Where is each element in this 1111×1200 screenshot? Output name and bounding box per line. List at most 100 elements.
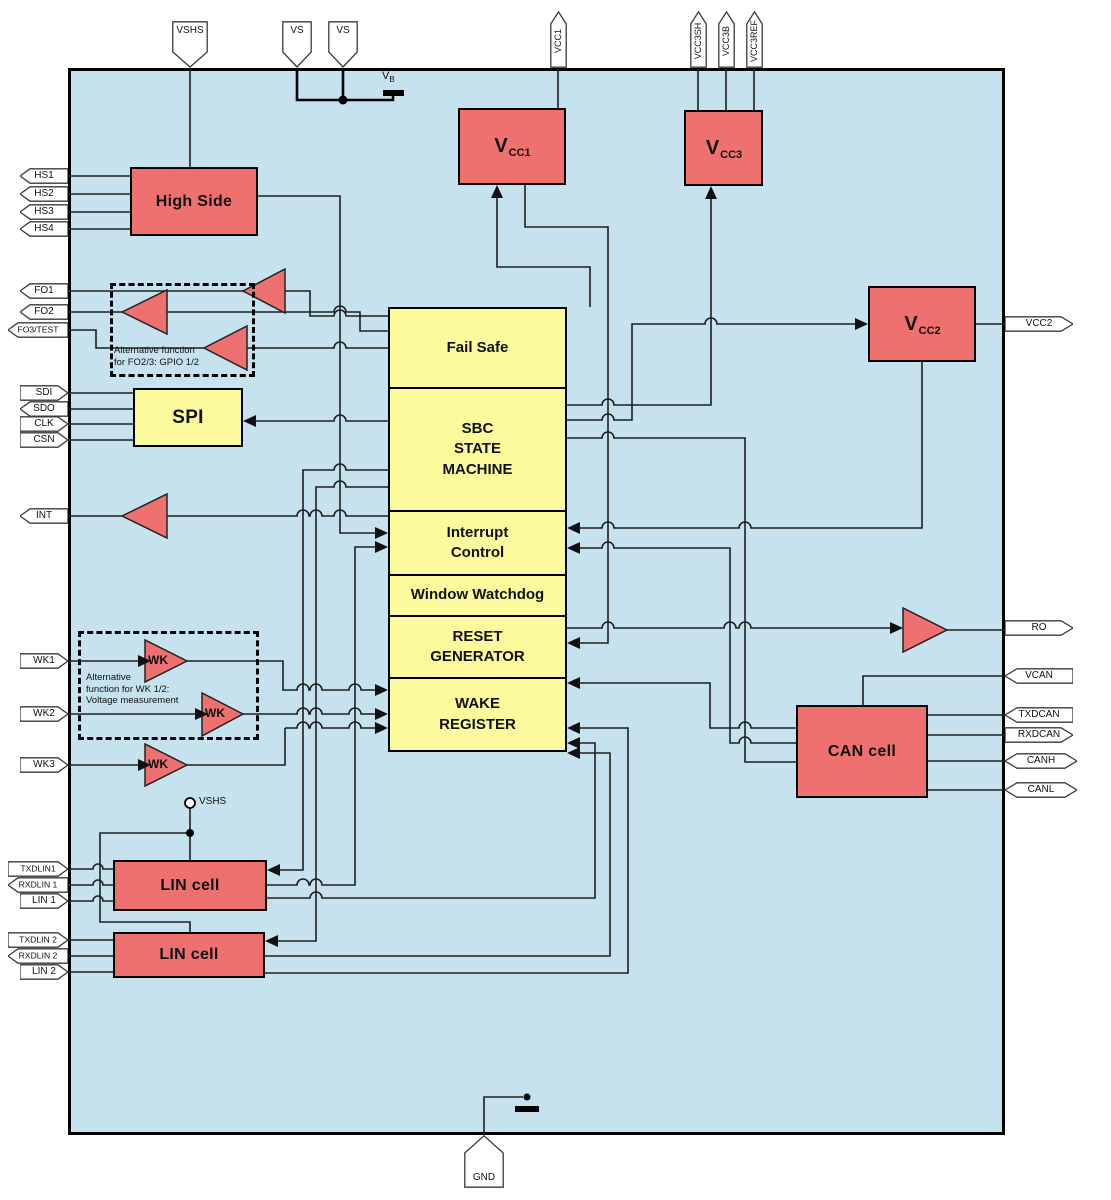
pin-int-label: INT	[35, 510, 53, 522]
pin-vcc1: VCC1	[549, 11, 567, 68]
wk3-buffer-label: WK	[148, 757, 168, 771]
pin-wk3: WK3	[20, 757, 68, 773]
pin-canl-label: CANL	[1027, 784, 1055, 796]
pin-ro-label: RO	[1031, 622, 1047, 634]
fo-alt-function-box	[110, 283, 255, 377]
pin-canl: CANL	[1005, 782, 1077, 798]
pin-sdo-label: SDO	[33, 403, 55, 415]
vb-net-label: VB	[382, 70, 395, 85]
pin-vs_a: VS	[282, 21, 312, 68]
pin-hs2: HS2	[20, 186, 68, 202]
pin-txdlin1: TXDLIN1	[8, 861, 68, 877]
pin-hs3: HS3	[20, 204, 68, 220]
vshs-node-label: VSHS	[199, 796, 227, 807]
pin-hs4: HS4	[20, 221, 68, 237]
pin-hs4-label: HS4	[34, 223, 54, 235]
pin-vs_b: VS	[328, 21, 358, 68]
pin-clk: CLK	[20, 416, 68, 432]
fo-alt-function-note: Alternative function for FO2/3: GPIO 1/2	[114, 345, 200, 368]
pin-rxdlin2: RXDLIN 2	[8, 948, 68, 964]
wk1-buffer-label: WK	[148, 653, 168, 667]
pin-hs3-label: HS3	[34, 206, 54, 218]
pin-wk3-label: WK3	[33, 759, 55, 771]
pin-vcc2-label: VCC2	[1025, 318, 1053, 330]
pin-wk1-label: WK1	[33, 655, 55, 667]
pin-vcc3b-label: VCC3B	[721, 25, 731, 56]
pin-wk1: WK1	[20, 653, 68, 669]
pin-fo3: FO3/TEST	[8, 322, 68, 338]
pin-ro: RO	[1005, 620, 1073, 636]
sbc-state-machine-block: SBC STATE MACHINE	[390, 387, 565, 510]
spi-block: SPI	[133, 388, 243, 447]
pin-vcc1-label: VCC1	[553, 28, 563, 53]
central-stack: Fail Safe SBC STATE MACHINE Interrupt Co…	[388, 307, 567, 752]
vcc1-block: VCC1	[458, 108, 566, 185]
vcc2-label: VCC2	[904, 312, 941, 337]
pin-rxdlin2-label: RXDLIN 2	[18, 950, 58, 961]
pin-txdcan: TXDCAN	[1005, 707, 1073, 723]
pin-rxdlin1: RXDLIN 1	[8, 877, 68, 893]
vcc1-label: VCC1	[494, 135, 531, 159]
pin-vcc3ref-label: VCC3REF	[749, 19, 759, 62]
pin-hs1-label: HS1	[34, 170, 54, 182]
interrupt-control-block: Interrupt Control	[390, 510, 565, 574]
pin-wk2: WK2	[20, 706, 68, 722]
lin-cell-1-label: LIN cell	[160, 876, 220, 894]
pin-canh: CANH	[1005, 753, 1077, 769]
pin-clk-label: CLK	[34, 418, 54, 430]
high-side-block: High Side	[130, 167, 258, 236]
pin-lin2: LIN 2	[20, 964, 68, 980]
pin-int: INT	[20, 508, 68, 524]
fail-safe-label: Fail Safe	[446, 338, 509, 356]
pin-hs1: HS1	[20, 168, 68, 184]
pin-lin1-label: LIN 1	[32, 895, 56, 907]
pin-lin2-label: LIN 2	[32, 966, 56, 978]
pin-fo1-label: FO1	[34, 285, 54, 297]
pin-csn: CSN	[20, 432, 68, 448]
pin-fo2-label: FO2	[34, 306, 54, 318]
pin-vcc3sh-label: VCC3SH	[693, 22, 703, 59]
can-cell-block: CAN cell	[796, 705, 928, 798]
pin-gnd-label: GND	[472, 1172, 496, 1183]
pin-vcc3ref: VCC3REF	[745, 11, 763, 68]
pin-sdi: SDI	[20, 385, 68, 401]
vcc2-block: VCC2	[868, 286, 976, 362]
pin-sdi-label: SDI	[35, 387, 53, 399]
wake-register-block: WAKE REGISTER	[390, 677, 565, 750]
window-watchdog-block: Window Watchdog	[390, 574, 565, 615]
wk-alt-function-note: Alternative function for WK 1/2: Voltage…	[86, 672, 179, 707]
pin-wk2-label: WK2	[33, 708, 55, 720]
pin-vcc3sh: VCC3SH	[689, 11, 707, 68]
pin-fo2: FO2	[20, 304, 68, 320]
lin-cell-2-label: LIN cell	[159, 946, 219, 963]
pin-txdlin2-label: TXDLIN 2	[19, 934, 57, 945]
vcc3-block: VCC3	[684, 110, 763, 186]
pin-hs2-label: HS2	[34, 188, 54, 200]
pin-fo1: FO1	[20, 283, 68, 299]
wk-alt-function-box	[78, 631, 259, 740]
lin-cell-1-block: LIN cell	[113, 860, 267, 911]
lin-cell-2-block: LIN cell	[113, 932, 265, 978]
pin-vcc3b: VCC3B	[717, 11, 735, 68]
pin-rxdlin1-label: RXDLIN 1	[18, 879, 58, 890]
pin-rxdcan-label: RXDCAN	[1017, 729, 1061, 741]
pin-txdlin1-label: TXDLIN1	[20, 863, 56, 874]
pin-vs_a-label: VS	[290, 25, 304, 36]
spi-label: SPI	[172, 406, 204, 428]
pin-vcan: VCAN	[1005, 668, 1073, 684]
pin-txdcan-label: TXDCAN	[1018, 709, 1060, 721]
pin-vcan-label: VCAN	[1025, 670, 1053, 682]
high-side-label: High Side	[155, 192, 233, 210]
pin-vshs-label: VSHS	[176, 25, 204, 36]
can-cell-label: CAN cell	[827, 742, 897, 760]
pin-fo3-label: FO3/TEST	[17, 324, 59, 335]
vcc3-label: VCC3	[705, 136, 743, 161]
pin-txdlin2: TXDLIN 2	[8, 932, 68, 948]
pin-sdo: SDO	[20, 401, 68, 417]
pin-vs_b-label: VS	[336, 25, 350, 36]
pin-vshs: VSHS	[172, 21, 208, 68]
pin-vcc2: VCC2	[1005, 316, 1073, 332]
pin-csn-label: CSN	[33, 434, 55, 446]
wk2-buffer-label: WK	[205, 706, 225, 720]
